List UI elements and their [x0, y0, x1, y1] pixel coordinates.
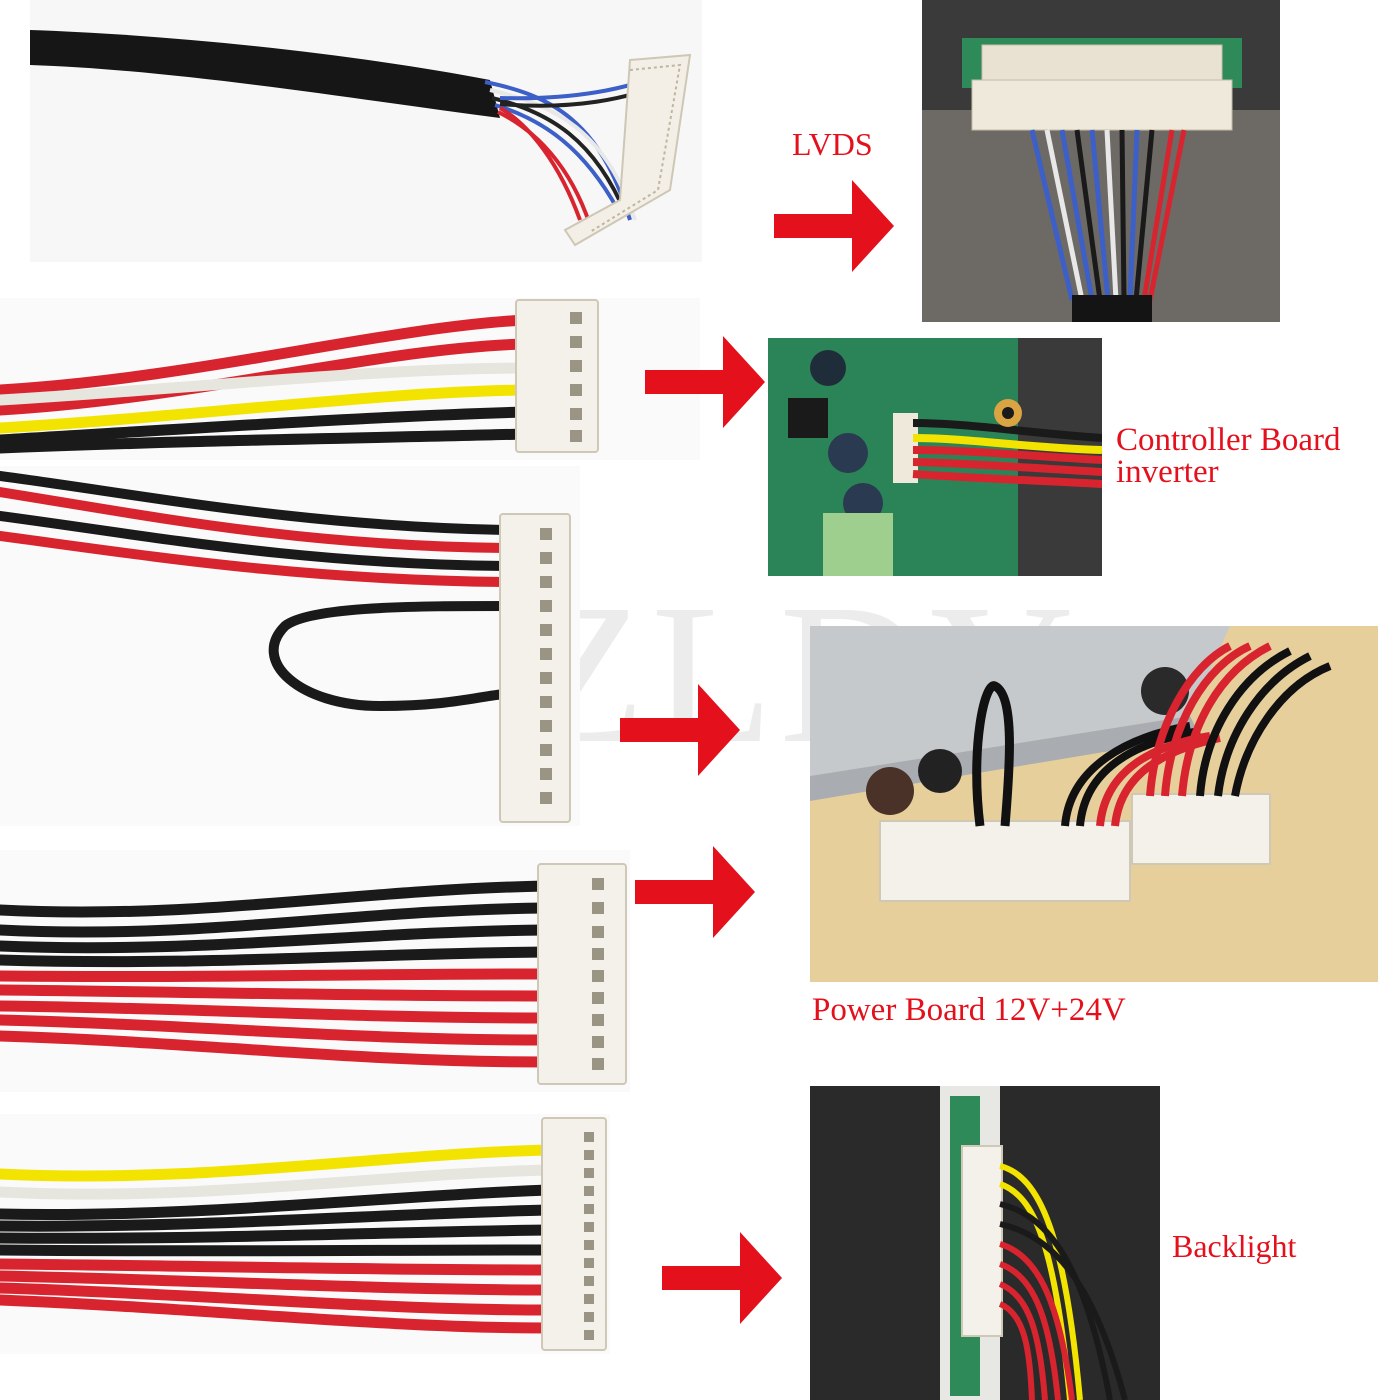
power-cable-9pin-photo [0, 850, 630, 1092]
backlight-label: Backlight [1172, 1228, 1297, 1264]
arrow-right-icon [635, 846, 755, 938]
arrow-right-icon [662, 1232, 782, 1324]
power-board-photo [810, 626, 1378, 982]
lvds-label: LVDS [792, 126, 873, 162]
lvds-installed-photo [922, 0, 1280, 322]
lvds-cable-photo [30, 0, 702, 262]
backlight-cable-photo [0, 1114, 610, 1354]
controller-board-photo [768, 338, 1102, 576]
controller-board-label: Controller Board [1116, 422, 1341, 458]
backlight-photo [810, 1086, 1160, 1400]
inverter-label: inverter [1116, 454, 1219, 490]
power-board-label: Power Board 12V+24V [812, 992, 1126, 1028]
arrow-right-icon [620, 684, 740, 776]
arrow-right-icon [774, 180, 894, 272]
power-cable-12pin-photo [0, 466, 580, 826]
arrow-right-icon [645, 336, 765, 428]
inverter-cable-photo [0, 298, 700, 460]
